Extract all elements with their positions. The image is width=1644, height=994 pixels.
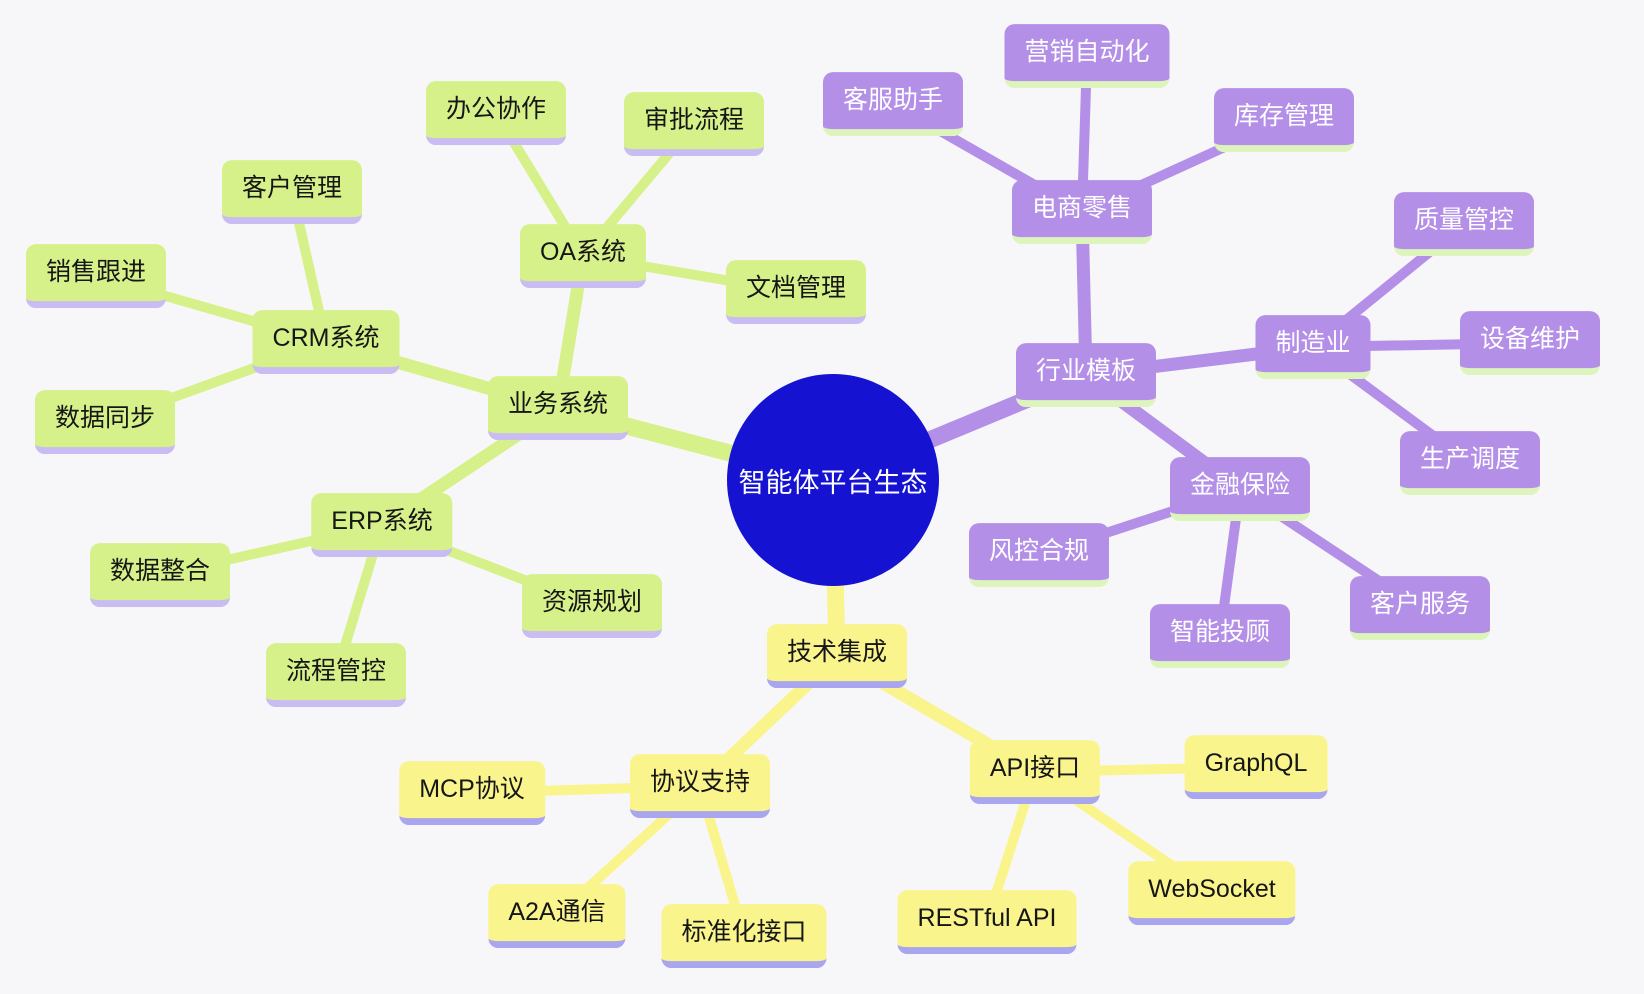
- node-a2a-communication[interactable]: A2A通信: [488, 884, 626, 948]
- node-protocol-support[interactable]: 协议支持: [629, 754, 771, 818]
- node-root[interactable]: 智能体平台生态: [727, 374, 939, 586]
- node-production-scheduling[interactable]: 生产调度: [1399, 431, 1541, 495]
- node-finance-insurance[interactable]: 金融保险: [1169, 457, 1311, 521]
- node-process-control[interactable]: 流程管控: [265, 643, 407, 707]
- node-graphql[interactable]: GraphQL: [1184, 735, 1328, 799]
- node-oa-system[interactable]: OA系统: [519, 224, 647, 288]
- node-equipment-maintenance[interactable]: 设备维护: [1459, 311, 1601, 375]
- node-approval-flow[interactable]: 审批流程: [623, 92, 765, 156]
- node-customer-service-assistant[interactable]: 客服助手: [822, 72, 964, 136]
- node-business-system[interactable]: 业务系统: [487, 376, 629, 440]
- node-customer-service[interactable]: 客户服务: [1349, 576, 1491, 640]
- node-api-interface[interactable]: API接口: [969, 740, 1101, 804]
- node-document-management[interactable]: 文档管理: [725, 260, 867, 324]
- node-sales-follow-up[interactable]: 销售跟进: [25, 244, 167, 308]
- node-restful-api[interactable]: RESTful API: [897, 890, 1077, 954]
- node-quality-control[interactable]: 质量管控: [1393, 192, 1535, 256]
- node-marketing-automation[interactable]: 营销自动化: [1004, 24, 1170, 88]
- node-data-integration[interactable]: 数据整合: [89, 543, 231, 607]
- node-industry-templates[interactable]: 行业模板: [1015, 343, 1157, 407]
- node-crm-system[interactable]: CRM系统: [252, 310, 400, 374]
- node-mcp-protocol[interactable]: MCP协议: [399, 761, 545, 825]
- node-tech-integration[interactable]: 技术集成: [766, 624, 908, 688]
- node-erp-system[interactable]: ERP系统: [311, 493, 453, 557]
- node-inventory-management[interactable]: 库存管理: [1213, 88, 1355, 152]
- node-data-sync[interactable]: 数据同步: [34, 390, 176, 454]
- node-websocket[interactable]: WebSocket: [1128, 861, 1296, 925]
- node-standardized-interface[interactable]: 标准化接口: [661, 904, 827, 968]
- node-robo-advisor[interactable]: 智能投顾: [1149, 604, 1291, 668]
- node-ecommerce-retail[interactable]: 电商零售: [1011, 180, 1153, 244]
- node-office-collaboration[interactable]: 办公协作: [425, 81, 567, 145]
- node-customer-management[interactable]: 客户管理: [221, 160, 363, 224]
- node-resource-planning[interactable]: 资源规划: [521, 574, 663, 638]
- node-manufacturing[interactable]: 制造业: [1255, 315, 1371, 379]
- node-risk-compliance[interactable]: 风控合规: [968, 523, 1110, 587]
